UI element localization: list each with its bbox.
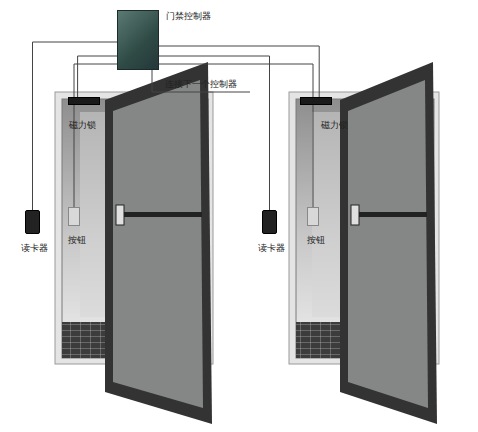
magnetic-lock: 磁力锁 (68, 97, 100, 105)
signal-wire (159, 56, 270, 210)
signal-wire (78, 56, 117, 97)
card-reader: 读卡器 (25, 210, 40, 234)
device-label: 门禁控制器 (166, 11, 211, 22)
device-label: 读卡器 (21, 243, 48, 254)
device-label: 按钮 (68, 235, 86, 246)
device-label: 读卡器 (258, 243, 285, 254)
magnetic-lock: 磁力锁 (300, 97, 332, 105)
exit-button: 按钮 (307, 207, 319, 226)
signal-wire (159, 46, 319, 97)
device-label: 磁力锁 (321, 120, 348, 131)
access-controller: 门禁控制器 (117, 10, 159, 70)
exit-button: 按钮 (68, 207, 80, 226)
next-controller-wire (152, 70, 250, 92)
device-label: 按钮 (307, 235, 325, 246)
wire-label: 连接下一个控制器 (165, 79, 237, 90)
signal-wire (74, 64, 117, 207)
signal-wire (33, 42, 118, 210)
door-leaf (340, 62, 437, 424)
device-label: 磁力锁 (69, 120, 96, 131)
door-leaf (105, 62, 212, 424)
signal-wire (159, 64, 313, 207)
card-reader: 读卡器 (262, 210, 277, 234)
